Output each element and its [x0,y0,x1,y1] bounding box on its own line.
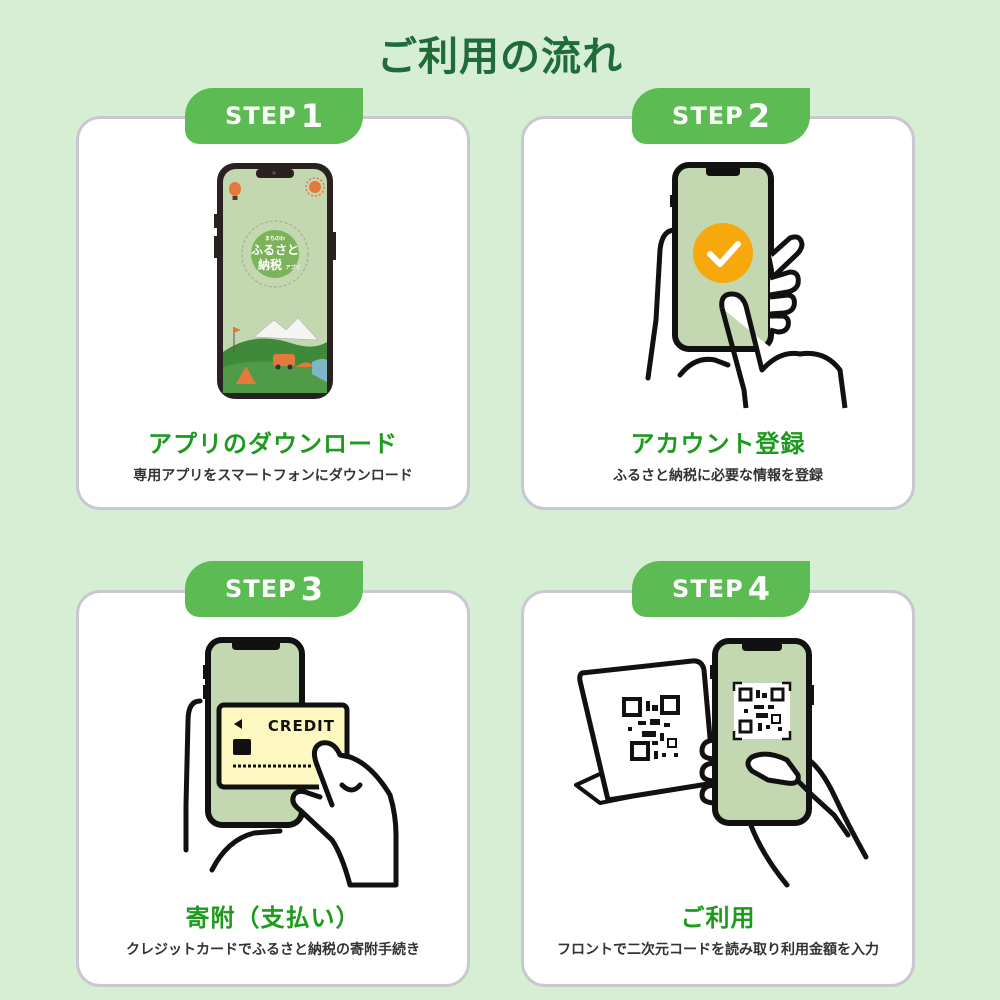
step-title-1: アプリのダウンロード [148,430,398,458]
step-description-1: 専用アプリをスマートフォンにダウンロード [133,468,413,484]
app-splash-phone-illustration: まちのわ ふるさと 納税 アプリ [214,163,336,399]
sun-icon [305,177,325,197]
app-name-line1: ふるさと [251,243,299,257]
left-hand [183,698,203,853]
right-hand [719,234,848,409]
hand-phone-qr-scan-illustration [574,638,869,888]
right-hand [290,740,399,888]
qr-scan-frame [732,681,792,741]
credit-card-label: CREDIT [268,717,335,735]
right-hand [745,751,869,860]
step-badge-4: STEP 4 [632,561,810,617]
step-title-3: 寄附（支払い） [185,904,361,932]
app-logo-circle [251,230,299,278]
step-badge-label: STEP [672,102,744,130]
step-badge-2: STEP 2 [632,88,810,144]
left-hand [645,227,678,381]
step-badge-label: STEP [672,575,744,603]
hand-phone-checkmark-illustration [645,162,848,409]
step-title-2: アカウント登録 [630,430,806,458]
step-description-2: ふるさと納税に必要な情報を登録 [613,468,823,484]
landscape-scene [223,317,327,393]
checkmark-icon [707,241,741,267]
step-badge-3: STEP 3 [185,561,363,617]
qr-code-stand [574,658,717,805]
step-badge-number: 2 [747,97,770,135]
app-name-line2: 納税 [258,257,282,272]
step-description-3: クレジットカードでふるさと納税の寄附手続き [126,942,420,958]
step-description-4: フロントで二次元コードを読み取り利用金額を入力 [557,942,879,958]
checkmark-circle [693,223,753,283]
contactless-arrow-icon [234,719,242,729]
qr-code-icon [622,695,680,761]
app-name-suffix: アプリ [285,264,300,271]
step-badge-label: STEP [225,102,297,130]
qr-code-icon [738,687,785,734]
balloon-icon [229,182,241,200]
card-chip [233,739,251,755]
app-tagline: まちのわ [265,235,285,242]
hand-phone-credit-card-illustration: CREDIT [183,637,399,888]
step-badge-label: STEP [225,575,297,603]
page-title: ご利用の流れ [377,33,623,80]
step-badge-number: 4 [747,570,770,608]
step-badge-number: 1 [300,97,323,135]
step-badge-1: STEP 1 [185,88,363,144]
step-badge-number: 3 [300,570,323,608]
step-title-4: ご利用 [680,904,756,932]
